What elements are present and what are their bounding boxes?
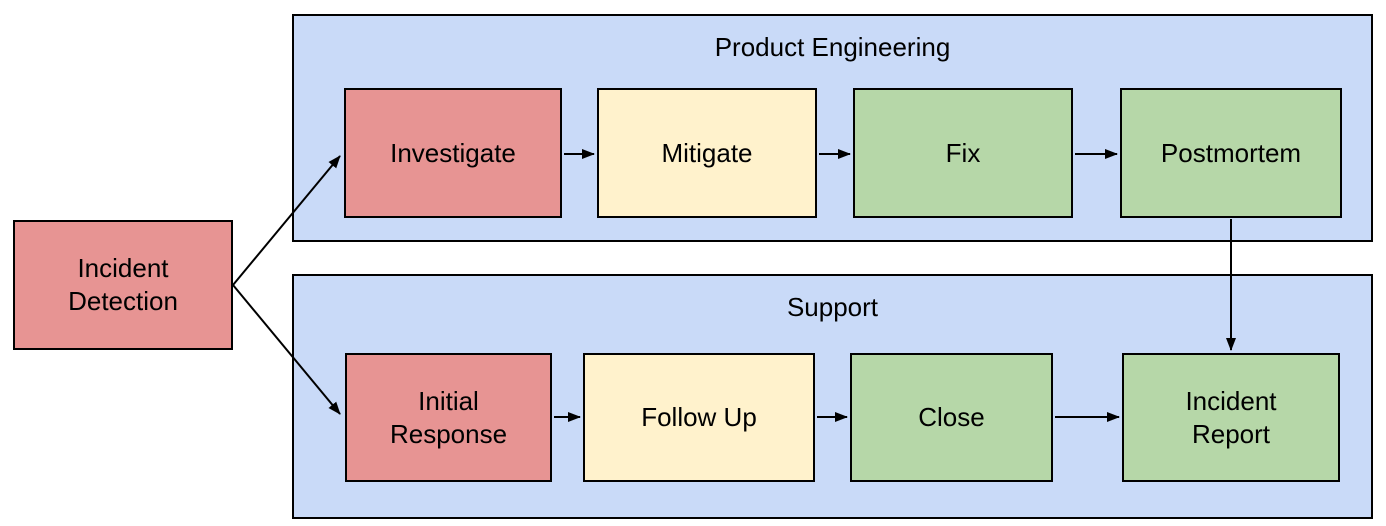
node-incident-report[interactable]: Incident Report [1122,353,1340,482]
node-investigate[interactable]: Investigate [344,88,562,218]
node-initial-response[interactable]: Initial Response [345,353,552,482]
lane-title-support: Support [786,292,879,322]
node-fix[interactable]: Fix [853,88,1073,218]
node-mitigate[interactable]: Mitigate [597,88,817,218]
node-close[interactable]: Close [850,353,1053,482]
lane-title-product-engineering: Product Engineering [714,32,951,62]
node-incident-detection[interactable]: Incident Detection [13,220,233,350]
node-postmortem[interactable]: Postmortem [1120,88,1342,218]
node-follow-up[interactable]: Follow Up [583,353,815,482]
